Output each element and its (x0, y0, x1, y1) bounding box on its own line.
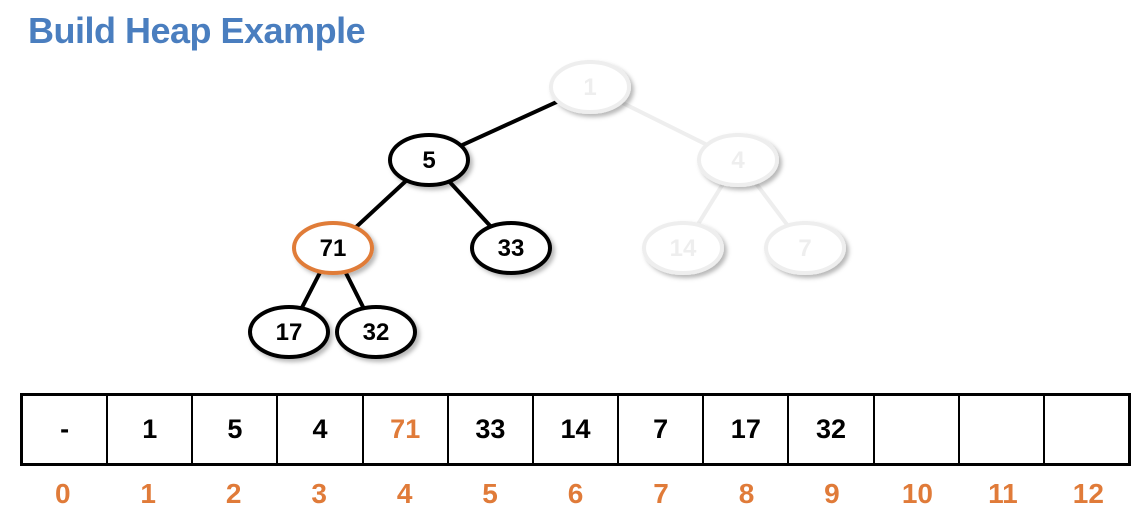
tree-edge-n71-n32 (342, 269, 367, 311)
array-cell-12 (1045, 396, 1128, 463)
tree-node-ellipse (549, 60, 631, 114)
tree-edge-n1-n4 (611, 96, 717, 151)
array-index-0: 0 (54, 478, 71, 509)
array-cell-5: 33 (449, 396, 534, 463)
array-index-11: 11 (988, 478, 1018, 509)
tree-node-label: 1 (583, 74, 596, 101)
array-index-6: 6 (567, 478, 584, 509)
tree-edge-n4-n14 (694, 180, 727, 228)
array-cell-10 (875, 396, 960, 463)
array-index-3: 3 (311, 478, 327, 509)
array-index-8: 8 (738, 478, 755, 509)
array-cell-2: 5 (193, 396, 279, 463)
tree-node-label: 7 (798, 235, 811, 262)
tree-node-7: 7 (764, 221, 846, 275)
tree-node-ellipse (388, 133, 470, 187)
tree-node-ellipse (642, 221, 724, 275)
tree-node-ellipse (335, 305, 417, 359)
tree-node-17: 17 (248, 305, 330, 359)
tree-edge-n1-n5 (451, 95, 568, 152)
array-index-7: 7 (653, 478, 669, 509)
tree-node-ellipse (697, 133, 779, 187)
array-index-1: 1 (140, 478, 156, 509)
tree-node-label: 32 (363, 319, 390, 346)
tree-node-32: 32 (335, 305, 417, 359)
array-index-12: 12 (1072, 478, 1104, 509)
array-index-2: 2 (225, 478, 242, 509)
array-cell-0: - (23, 396, 109, 463)
tree-node-ellipse (764, 221, 846, 275)
tree-edge-n71-n17 (298, 269, 324, 311)
array-index-4: 4 (396, 478, 413, 509)
tree-node-label: 33 (498, 235, 525, 262)
array-cell-11 (960, 396, 1045, 463)
array-cell-6: 14 (534, 396, 620, 463)
tree-node-label: 17 (276, 319, 303, 346)
array-cell-7: 7 (619, 396, 705, 463)
array-cell-4: 71 (364, 396, 449, 463)
tree-edge-n5-n33 (444, 176, 496, 232)
tree-node-4: 4 (697, 133, 779, 187)
tree-node-ellipse (292, 221, 374, 275)
array-index-5: 5 (482, 478, 498, 509)
tree-node-ellipse (470, 221, 552, 275)
tree-node-33: 33 (470, 221, 552, 275)
tree-node-label: 14 (670, 235, 697, 262)
tree-node-ellipse (248, 305, 330, 359)
array-cell-3: 4 (278, 396, 364, 463)
tree-node-label: 5 (422, 147, 435, 174)
tree-node-14: 14 (642, 221, 724, 275)
tree-edge-n4-n7 (751, 178, 792, 230)
array-cell-9: 32 (789, 396, 875, 463)
array-cell-8: 17 (704, 396, 790, 463)
tree-node-1: 1 (549, 60, 631, 114)
tree-edge-n5-n71 (350, 175, 412, 233)
heap-tree-diagram: 1 5 4 71 33 14 7 17 32 (248, 60, 846, 359)
tree-node-label: 4 (731, 147, 745, 174)
tree-node-71: 71 (292, 221, 374, 275)
array-index-10: 10 (901, 478, 933, 509)
tree-node-5: 5 (388, 133, 470, 187)
page-title: Build Heap Example (28, 10, 366, 51)
array-cell-1: 1 (108, 396, 194, 463)
array-index-9: 9 (824, 478, 840, 509)
tree-node-label: 71 (320, 235, 347, 262)
